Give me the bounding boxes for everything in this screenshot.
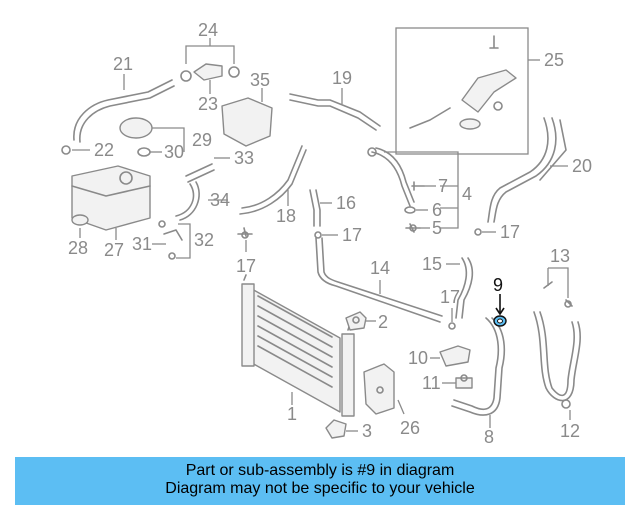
callout-label: 27 (104, 240, 124, 260)
callout-label: 34 (210, 190, 230, 210)
callout-label: 28 (68, 238, 88, 258)
cap-part-29 (119, 117, 153, 139)
hose-part-23 (180, 63, 240, 82)
callout-label: 17 (500, 222, 520, 242)
callout-label: 4 (462, 184, 472, 204)
cap-part-11 (455, 374, 473, 389)
callout-label: 3 (362, 421, 372, 441)
callout-label-highlighted[interactable]: 9 (493, 275, 503, 295)
callout-label: 29 (192, 130, 212, 150)
callout-labels: 1 2 3 4 5 6 7 8 9 10 11 12 13 14 15 16 1… (68, 20, 592, 447)
clamp-part-17c (474, 228, 482, 236)
callout-label: 17 (440, 287, 460, 307)
cap-part-28 (71, 214, 89, 226)
hose-part-12 (533, 311, 581, 409)
hose-part-31 (158, 220, 183, 260)
fitting-part-5 (405, 223, 421, 233)
hose-part-21 (73, 79, 175, 143)
housing-part-35 (221, 97, 273, 147)
mount-part (325, 419, 347, 439)
pipe-part-19 (289, 93, 381, 131)
callout-label: 32 (194, 230, 214, 250)
pipe-part-18 (239, 145, 307, 215)
hose-part-33 (185, 163, 215, 183)
seal-part-6 (404, 206, 416, 214)
callout-label: 6 (432, 200, 442, 220)
callout-label: 7 (438, 176, 448, 196)
callout-label: 8 (484, 427, 494, 447)
hose-part-8 (451, 317, 506, 416)
callout-label: 1 (287, 404, 297, 424)
callout-label: 33 (234, 148, 254, 168)
diagram-canvas: 1 2 3 4 5 6 7 8 9 10 11 12 13 14 15 16 1… (61, 20, 592, 447)
clip-part-7 (411, 181, 425, 191)
highlight-arrowhead (495, 307, 505, 316)
callout-label: 23 (198, 94, 218, 114)
clamp-part-17b (314, 231, 322, 239)
callout-label: 30 (164, 142, 184, 162)
callout-label: 16 (336, 193, 356, 213)
callout-label: 21 (113, 54, 133, 74)
clamp-part-17a (237, 227, 253, 239)
callout-label: 5 (432, 218, 442, 238)
callout-label: 20 (572, 156, 592, 176)
callout-label: 13 (550, 246, 570, 266)
banner-line-part: Part or sub-assembly is #9 in diagram (185, 462, 455, 479)
clamp-part-22 (61, 145, 71, 155)
pipe-part-20 (487, 117, 567, 223)
callout-label: 19 (332, 68, 352, 88)
info-banner: Part or sub-assembly is #9 in diagram Di… (15, 457, 625, 505)
clamp-part-17d (448, 322, 456, 330)
hose-part-16 (309, 189, 321, 227)
callout-label: 35 (250, 70, 270, 90)
callout-label: 10 (408, 348, 428, 368)
callout-label: 17 (236, 256, 256, 276)
radiator-part (241, 274, 355, 417)
hose-part-34 (175, 181, 200, 221)
callout-label: 31 (132, 234, 152, 254)
callout-label: 11 (422, 373, 441, 393)
pipe-part-14 (315, 237, 443, 323)
hose-part-15 (455, 257, 474, 319)
bracket-part (345, 311, 367, 331)
callout-label: 25 (544, 50, 564, 70)
callout-label: 24 (198, 20, 218, 40)
callout-label: 2 (378, 312, 388, 332)
callout-label: 15 (422, 254, 442, 274)
seal-part-30 (137, 147, 151, 157)
callout-label: 17 (342, 225, 362, 245)
callout-label: 18 (276, 206, 296, 226)
callout-label: 26 (400, 418, 420, 438)
clamp-part-9-highlighted[interactable] (493, 315, 507, 327)
bracket-part-26 (363, 363, 395, 415)
callout-label: 14 (370, 258, 390, 278)
flange-part-10 (439, 345, 471, 367)
hose-part-4 (367, 147, 415, 207)
banner-line-disclaimer: Diagram may not be specific to your vehi… (165, 480, 475, 497)
assembly-box-part-25 (395, 27, 529, 155)
callout-label: 12 (560, 421, 580, 441)
callout-label: 22 (94, 140, 114, 160)
